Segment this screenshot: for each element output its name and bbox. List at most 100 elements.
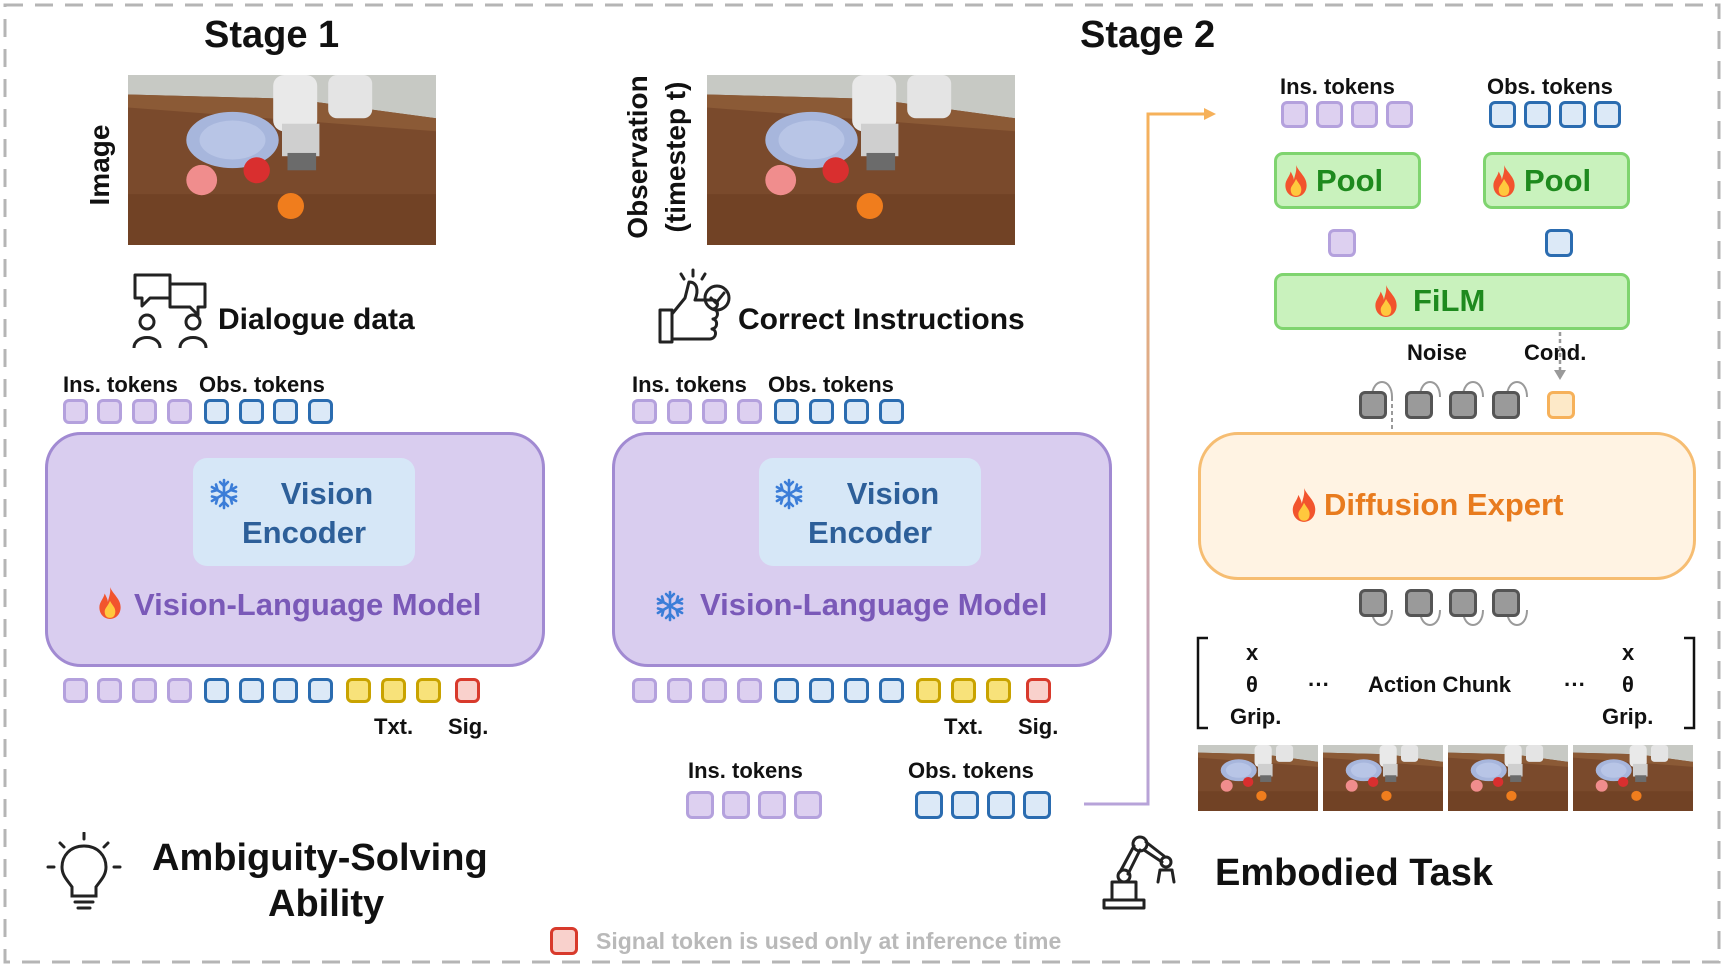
obs-token bbox=[879, 678, 904, 703]
noise-label: Noise bbox=[1407, 340, 1467, 365]
fire-icon bbox=[1292, 488, 1316, 522]
action-frame bbox=[1448, 745, 1568, 811]
obs-token bbox=[273, 399, 298, 424]
lightbulb-icon bbox=[46, 832, 122, 910]
pool-label-obs: Pool bbox=[1524, 163, 1592, 198]
action-theta-left: θ bbox=[1246, 672, 1258, 697]
middle-ins-tokens-label: Ins. tokens bbox=[632, 372, 747, 397]
obs-token bbox=[204, 399, 229, 424]
action-dots-right: ··· bbox=[1564, 672, 1586, 697]
ins-token bbox=[686, 791, 714, 819]
noise-token bbox=[1405, 391, 1433, 419]
robot-arm-icon bbox=[1102, 835, 1176, 910]
stage1-title: Stage 1 bbox=[204, 14, 340, 56]
legend-text: Signal token is used only at inference t… bbox=[596, 928, 1062, 954]
txt-token bbox=[346, 678, 371, 703]
action-grip-right: Grip. bbox=[1602, 704, 1654, 729]
ins-token bbox=[794, 791, 822, 819]
pool-label-ins: Pool bbox=[1316, 163, 1384, 198]
middle-obs-tokens-label: Obs. tokens bbox=[768, 372, 894, 397]
obs-token bbox=[1594, 101, 1621, 128]
stage1-vlm-label: Vision-Language Model bbox=[134, 587, 482, 622]
ins-token bbox=[737, 678, 762, 703]
stage2-title: Stage 2 bbox=[1080, 14, 1216, 56]
obs-token bbox=[308, 678, 333, 703]
middle-encoder-line1: Vision bbox=[846, 476, 940, 511]
action-x-right: x bbox=[1622, 640, 1635, 665]
observation-image bbox=[707, 75, 1015, 245]
ins-token bbox=[1281, 101, 1308, 128]
thumbs-up-check-icon bbox=[658, 268, 731, 344]
txt-token bbox=[416, 678, 441, 703]
txt-token bbox=[951, 678, 976, 703]
middle-out-obs-label: Obs. tokens bbox=[908, 758, 1034, 783]
ins-token bbox=[632, 399, 657, 424]
obs-token bbox=[844, 399, 869, 424]
fire-icon bbox=[1375, 285, 1397, 317]
snowflake-icon bbox=[656, 590, 684, 622]
fire-icon bbox=[99, 587, 121, 619]
stage1-encoder-line1: Vision bbox=[280, 476, 374, 511]
txt-token bbox=[916, 678, 941, 703]
txt-token bbox=[986, 678, 1011, 703]
stage1-ins-tokens-label: Ins. tokens bbox=[63, 372, 178, 397]
ability-line2: Ability bbox=[268, 883, 385, 925]
action-token bbox=[1405, 589, 1433, 617]
diffusion-expert-box bbox=[1198, 432, 1696, 580]
cond-arrow bbox=[1554, 332, 1566, 380]
correct-instructions-label: Correct Instructions bbox=[738, 303, 1025, 336]
film-label: FiLM bbox=[1413, 283, 1486, 318]
cond-label: Cond. bbox=[1524, 340, 1587, 365]
sig-token bbox=[1026, 678, 1051, 703]
ins-token bbox=[63, 399, 88, 424]
ins-token bbox=[1351, 101, 1378, 128]
stage1-encoder-line2: Encoder bbox=[241, 515, 367, 550]
ins-token bbox=[132, 399, 157, 424]
ins-token bbox=[167, 678, 192, 703]
dialogue-data-label: Dialogue data bbox=[218, 303, 415, 336]
action-grip-left: Grip. bbox=[1230, 704, 1282, 729]
ins-token bbox=[667, 678, 692, 703]
observation-label-line2: (timestep t) bbox=[660, 81, 691, 233]
observation-label-line1: Observation bbox=[622, 75, 653, 239]
middle-out-ins-label: Ins. tokens bbox=[688, 758, 803, 783]
embodied-task-label: Embodied Task bbox=[1215, 852, 1494, 894]
middle-encoder-line2: Encoder bbox=[807, 515, 933, 550]
noise-token bbox=[1359, 391, 1387, 419]
legend-sig-token bbox=[550, 927, 578, 955]
action-x-left: x bbox=[1246, 640, 1259, 665]
action-token bbox=[1492, 589, 1520, 617]
obs-token bbox=[1524, 101, 1551, 128]
obs-token bbox=[273, 678, 298, 703]
action-token bbox=[1359, 589, 1387, 617]
diffusion-expert-label: Diffusion Expert bbox=[1324, 487, 1564, 522]
middle-sig-label: Sig. bbox=[1018, 714, 1059, 739]
sig-token bbox=[455, 678, 480, 703]
ins-token bbox=[1386, 101, 1413, 128]
obs-token bbox=[308, 399, 333, 424]
stage1-txt-label: Txt. bbox=[374, 714, 414, 739]
obs-token bbox=[809, 678, 834, 703]
middle-txt-label: Txt. bbox=[944, 714, 984, 739]
obs-token bbox=[239, 399, 264, 424]
film-box bbox=[1274, 273, 1630, 330]
action-chunk-label: Action Chunk bbox=[1368, 672, 1511, 697]
action-frame bbox=[1323, 745, 1443, 811]
obs-token bbox=[1489, 101, 1516, 128]
ins-token bbox=[632, 678, 657, 703]
ins-token bbox=[1316, 101, 1343, 128]
ins-token bbox=[667, 399, 692, 424]
ins-token bbox=[702, 678, 727, 703]
action-token bbox=[1449, 589, 1477, 617]
ability-line1: Ambiguity-Solving bbox=[152, 837, 488, 879]
pooled-ins-token bbox=[1328, 229, 1356, 257]
stage2-ins-tokens-label: Ins. tokens bbox=[1280, 74, 1395, 99]
ins-token bbox=[737, 399, 762, 424]
obs-token bbox=[844, 678, 869, 703]
middle-vlm-label: Vision-Language Model bbox=[700, 587, 1048, 622]
stage2-obs-tokens-label: Obs. tokens bbox=[1487, 74, 1613, 99]
fire-icon bbox=[1285, 165, 1307, 197]
dialogue-people-icon bbox=[132, 273, 208, 349]
cond-token bbox=[1547, 391, 1575, 419]
obs-token bbox=[915, 791, 943, 819]
